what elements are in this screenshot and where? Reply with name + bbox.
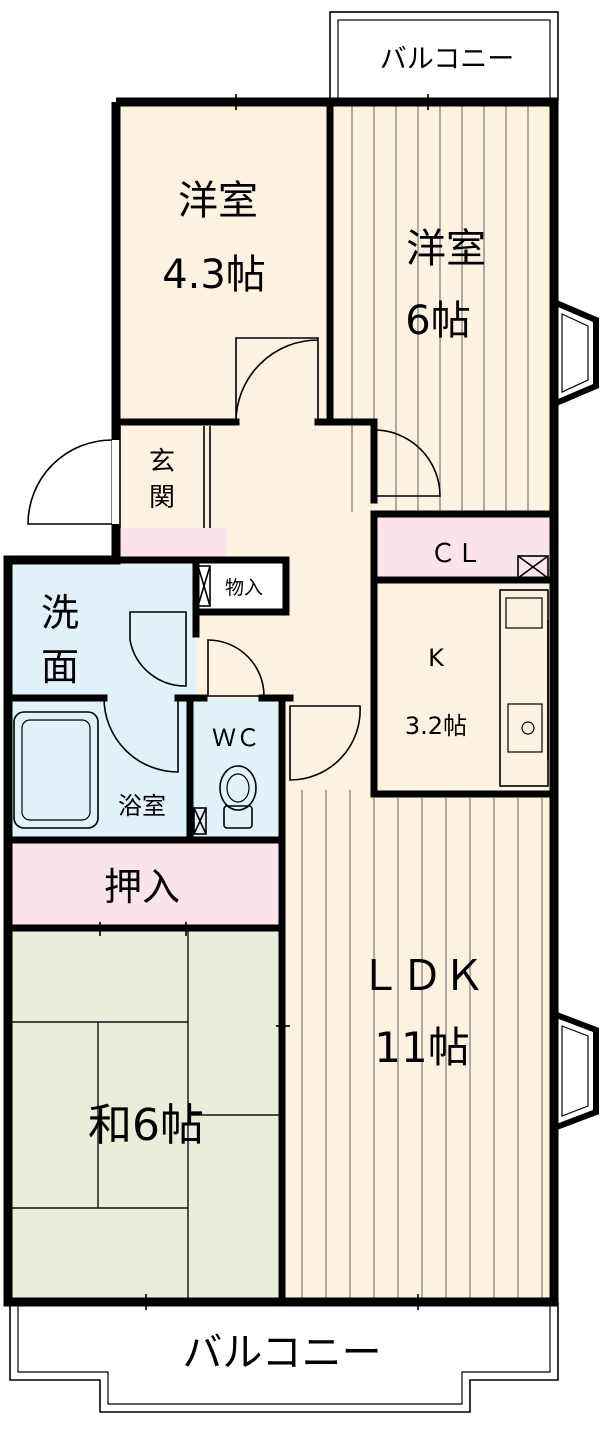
entrance-door-gap xyxy=(112,440,120,524)
floor-closet xyxy=(374,514,554,580)
label-toilet: ＷＣ xyxy=(212,724,260,752)
floor-entrance-step xyxy=(116,528,226,560)
tatami-mats xyxy=(8,930,280,1300)
bay-window-upper xyxy=(551,297,599,409)
door-western-large xyxy=(373,429,441,497)
pipe-shaft-marks xyxy=(193,555,549,835)
label-entrance-2: 関 xyxy=(149,483,175,513)
floorboards-western-large xyxy=(351,104,529,512)
label-bathroom: 浴室 xyxy=(118,792,166,820)
balcony-top-label: バルコニー xyxy=(380,44,514,75)
door-toilet xyxy=(207,639,265,697)
door-ldk xyxy=(289,705,361,781)
interior-walls xyxy=(4,98,558,1306)
door-washroom xyxy=(129,611,187,687)
label-japanese: 和6帖 xyxy=(88,1100,204,1151)
floor-washroom xyxy=(8,560,196,698)
bathtub-inner xyxy=(21,719,91,821)
floor-oshiire xyxy=(8,840,280,928)
label-ldk-name: ＬＤＫ xyxy=(359,951,485,1000)
toilet-bowl xyxy=(219,765,257,829)
label-entrance-1: 玄 xyxy=(149,447,175,477)
label-washroom-2: 面 xyxy=(41,645,79,689)
label-oshiire: 押入 xyxy=(104,865,180,909)
bathtub xyxy=(13,711,99,829)
floor-ldk-upper xyxy=(280,698,374,798)
balcony-bottom: バルコニー xyxy=(9,1302,559,1413)
door-bathroom xyxy=(103,697,179,773)
floor-toilet xyxy=(190,698,280,840)
label-kitchen-name: K xyxy=(428,644,445,672)
bay-window-lower-inner xyxy=(561,1025,589,1117)
door-western-small xyxy=(235,337,319,423)
label-kitchen-size: 3.2帖 xyxy=(405,712,467,740)
floor-bathroom xyxy=(8,698,190,840)
label-ldk-size: 11帖 xyxy=(374,1023,469,1072)
balcony-bottom-outline xyxy=(9,1302,559,1413)
balcony-bottom-label: バルコニー xyxy=(182,1330,381,1376)
label-western-large-size: 6帖 xyxy=(405,298,470,344)
label-closet: ＣＬ xyxy=(430,539,482,569)
bay-window-upper-inner xyxy=(561,313,589,393)
floorboards-ldk xyxy=(301,790,543,1300)
window-marks xyxy=(99,94,429,1310)
balcony-top: バルコニー xyxy=(329,11,559,101)
label-western-large-name: 洋室 xyxy=(406,226,486,272)
label-storage-small: 物入 xyxy=(225,577,263,599)
label-western-small-size: 4.3帖 xyxy=(162,252,266,298)
label-western-small-name: 洋室 xyxy=(178,178,258,224)
floor-western-small xyxy=(116,102,330,422)
kitchen-counter xyxy=(499,589,549,787)
label-washroom-1: 洗 xyxy=(41,591,79,635)
entrance-door-swing xyxy=(27,439,113,525)
balcony-bottom-inner xyxy=(17,1302,551,1405)
